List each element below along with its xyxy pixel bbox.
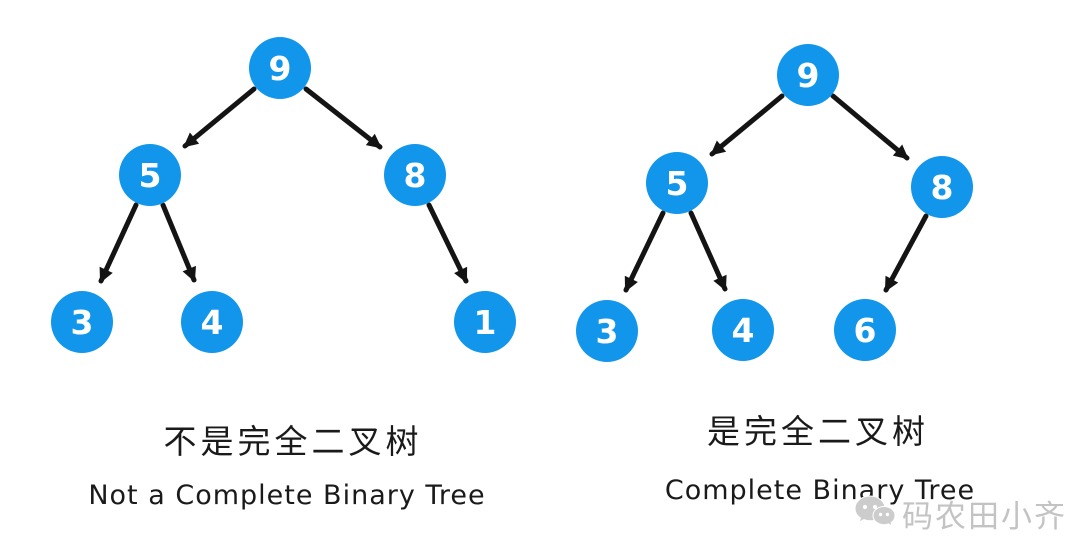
node-circle <box>911 156 973 218</box>
left-tree-edges <box>98 86 469 284</box>
tree-node: 5 <box>646 152 708 214</box>
node-circle <box>384 144 446 206</box>
tree-node: 6 <box>834 299 896 361</box>
edge-9-8 <box>830 93 910 161</box>
edge-8-6 <box>883 213 929 293</box>
left-tree-caption-en: Not a Complete Binary Tree <box>88 480 486 511</box>
node-value: 5 <box>139 156 162 195</box>
wechat-bubbles-icon <box>854 495 896 527</box>
edge-9-5 <box>709 93 785 157</box>
node-value: 8 <box>404 156 427 195</box>
node-value: 9 <box>269 49 292 88</box>
tree-node: 4 <box>712 299 774 361</box>
right-tree-edges <box>623 93 929 293</box>
tree-node: 3 <box>576 300 638 362</box>
node-value: 8 <box>931 168 954 207</box>
right-tree: 9 5 8 3 4 6 <box>576 44 973 362</box>
edge-5-4 <box>160 202 197 283</box>
left-tree: 9 5 8 3 4 1 <box>51 37 516 353</box>
node-circle <box>181 291 243 353</box>
node-value: 1 <box>474 303 497 342</box>
tree-node: 9 <box>777 44 839 106</box>
tree-node: 5 <box>119 144 181 206</box>
right-tree-caption-en: Complete Binary Tree <box>664 475 976 506</box>
node-circle <box>249 37 311 99</box>
edge-9-5 <box>182 86 257 149</box>
node-circle <box>777 44 839 106</box>
node-value: 6 <box>854 311 877 350</box>
tree-node: 3 <box>51 291 113 353</box>
node-circle <box>51 291 113 353</box>
node-value: 5 <box>666 164 689 203</box>
tree-node: 9 <box>249 37 311 99</box>
node-value: 4 <box>201 303 224 342</box>
tree-node: 1 <box>454 291 516 353</box>
node-value: 3 <box>596 312 619 351</box>
node-circle <box>119 144 181 206</box>
watermark: 码农田小齐 <box>852 490 1067 536</box>
node-circle <box>454 291 516 353</box>
node-circle <box>834 299 896 361</box>
edge-5-3 <box>98 202 139 284</box>
node-circle <box>576 300 638 362</box>
tree-node: 8 <box>911 156 973 218</box>
left-tree-caption-zh: 不是完全二叉树 <box>163 422 423 461</box>
edge-5-3 <box>623 210 666 293</box>
node-circle <box>712 299 774 361</box>
node-value: 4 <box>732 311 755 350</box>
node-circle <box>646 152 708 214</box>
edge-9-8 <box>303 86 383 150</box>
tree-node: 8 <box>384 144 446 206</box>
watermark-text: 码农田小齐 <box>902 498 1067 535</box>
right-tree-caption-zh: 是完全二叉树 <box>707 412 929 451</box>
edge-5-4 <box>688 210 728 292</box>
node-value: 9 <box>797 56 820 95</box>
edge-8-1 <box>426 202 469 284</box>
tree-node: 4 <box>181 291 243 353</box>
node-value: 3 <box>71 303 94 342</box>
